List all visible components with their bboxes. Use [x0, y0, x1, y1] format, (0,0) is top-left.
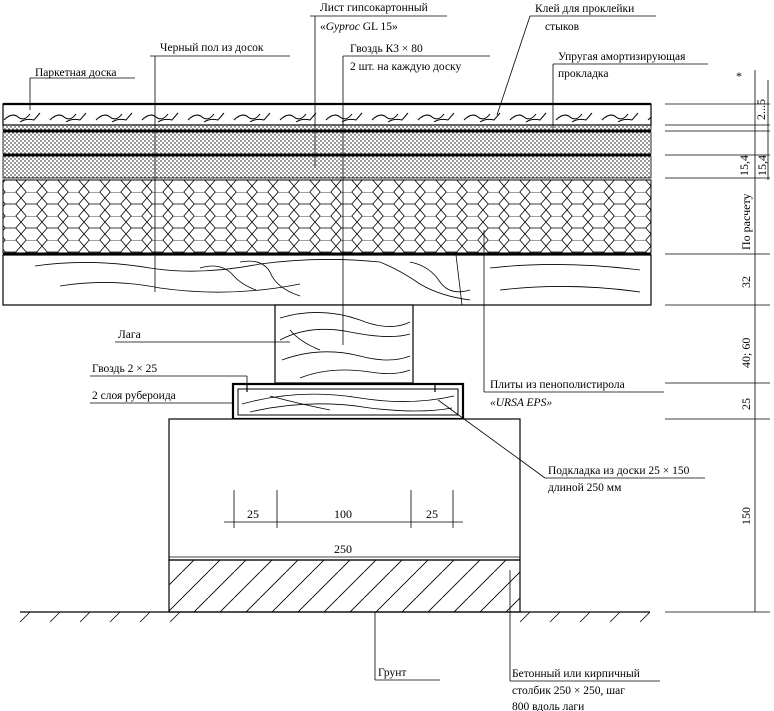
pad-grain [241, 393, 455, 413]
dim-right-150: 150 [739, 507, 753, 525]
floor-layers [2, 102, 652, 306]
label-pad-1: Подкладка из доски 25 × 150 [548, 465, 690, 477]
right-dimensions [665, 70, 770, 613]
label-glue-1: Клей для проклейки [535, 3, 634, 15]
ground-hatch [19, 611, 651, 623]
label-ground: Грунт [378, 667, 406, 679]
gypsum-layer-2 [2, 155, 652, 179]
eps-layer [2, 179, 652, 254]
label-parquet: Паркетная доска [35, 67, 117, 79]
gypsum-layer-1 [2, 131, 652, 155]
post-bottom [168, 559, 521, 613]
label-nail-2x25: Гвоздь 2 × 25 [92, 363, 157, 375]
nail-icon [428, 383, 442, 392]
label-eps-1: Плиты из пенополистирола [490, 379, 625, 391]
dim-bottom-100: 100 [334, 507, 352, 521]
label-glue-2: стыков [545, 21, 580, 33]
dim-bottom-25-left: 25 [247, 507, 259, 521]
parquet-layer [2, 103, 652, 126]
bottom-dimensions [168, 490, 521, 562]
label-nail-k3-2: 2 шт. на каждую доску [350, 61, 461, 73]
joist [274, 304, 414, 384]
dim-bottom-250: 250 [334, 542, 352, 556]
label-pad-2: длиной 250 мм [548, 482, 622, 494]
dim-right-mark: * [736, 69, 742, 83]
dim-right-40-60: 40; 60 [739, 338, 753, 368]
dim-right-2-5: 2...5 [754, 99, 768, 120]
label-elastic-2: прокладка [558, 68, 608, 80]
dim-right-15-4-b: 15,4 [755, 155, 769, 176]
label-roofing: 2 слоя рубероида [92, 390, 176, 402]
post-top [168, 418, 521, 561]
label-post-1: Бетонный или кирпичный [512, 668, 640, 680]
dim-bottom-25-right: 25 [426, 507, 438, 521]
joist-grain [279, 312, 411, 379]
leader-lines [29, 15, 708, 682]
label-nail-k3-1: Гвоздь К3 × 80 [350, 43, 423, 55]
wood-grain [34, 254, 641, 306]
label-elastic-1: Упругая амортизирующая [558, 51, 686, 63]
label-post-2: столбик 250 × 250, шаг [512, 685, 625, 697]
label-gypsum-2: «Gyproc GL 15» [320, 21, 398, 33]
elastic-pad-layer [2, 124, 652, 131]
dim-right-32: 32 [739, 276, 753, 288]
label-joist: Лага [118, 329, 141, 341]
dim-right-calc: По расчету [739, 193, 753, 250]
label-eps-2: «URSA EPS» [490, 397, 552, 409]
label-post-3: 800 вдоль лаги [512, 701, 584, 711]
dim-right-15-4-a: 15,4 [737, 155, 751, 176]
dim-right-25: 25 [739, 398, 753, 410]
label-subfloor: Черный пол из досок [160, 42, 264, 54]
label-gypsum-1: Лист гипсокартонный [320, 2, 428, 14]
